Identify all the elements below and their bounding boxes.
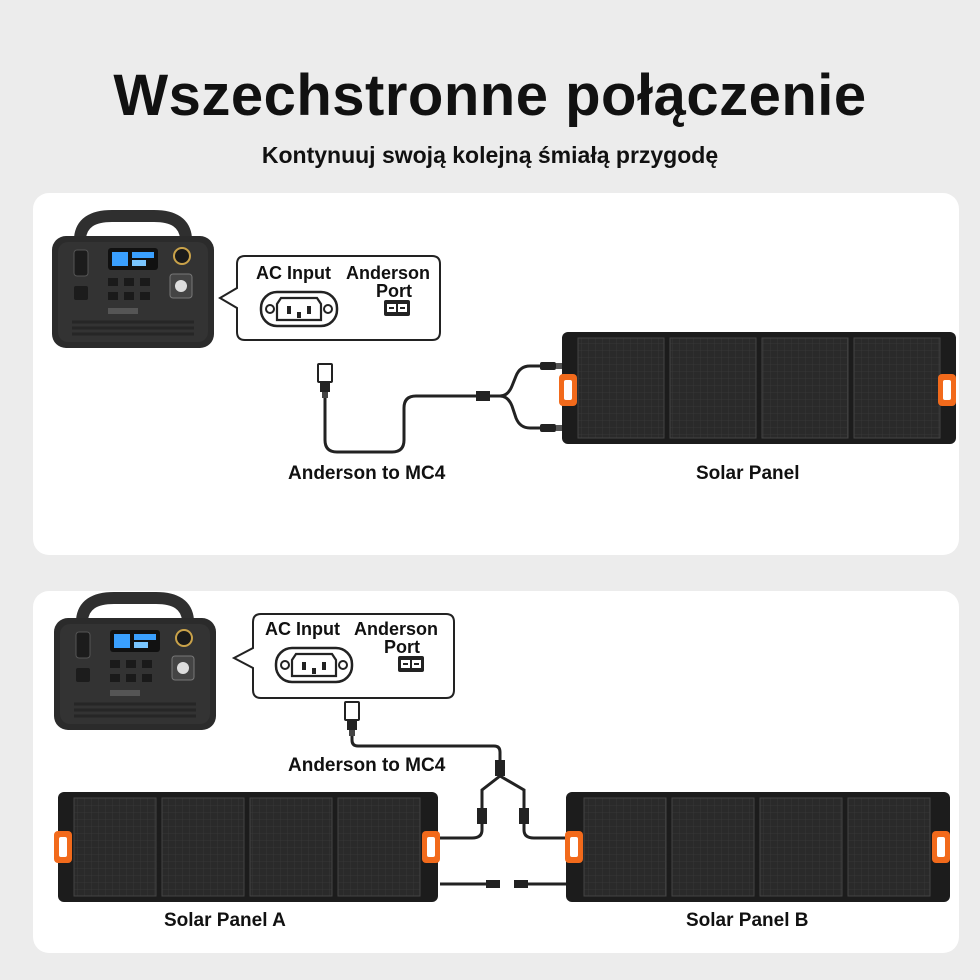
mc4-connector-icon <box>540 362 564 370</box>
mc4-connector-icon <box>477 808 487 824</box>
port-label: Port <box>384 637 420 657</box>
anderson-label: Anderson <box>354 619 439 639</box>
ac-socket-icon <box>274 646 354 684</box>
anderson-plug-icon <box>317 363 333 399</box>
cable-splitter-icon <box>495 760 505 776</box>
power-station-icon <box>54 598 216 730</box>
solar-panel-b-label: Solar Panel B <box>686 910 809 931</box>
mc4-connector-icon <box>540 424 564 432</box>
ac-socket-icon <box>259 290 339 328</box>
page-subtitle: Kontynuuj swoją kolejną śmiałą przygodę <box>261 142 719 168</box>
cable-label: Anderson to MC4 <box>288 755 446 776</box>
anderson-plug-icon <box>344 701 360 737</box>
mc4-connector-icon <box>519 808 529 824</box>
solar-panel-a-icon <box>54 792 440 902</box>
solar-panel-label: Solar Panel <box>696 463 800 484</box>
solar-panel-a-label: Solar Panel A <box>164 910 286 931</box>
anderson-port-icon <box>384 300 410 316</box>
anderson-port-icon <box>398 656 424 672</box>
cable-splitter-icon <box>476 391 490 401</box>
anderson-label: Anderson <box>346 263 431 283</box>
cable-label: Anderson to MC4 <box>288 463 446 484</box>
page-title: Wszechstronne połączenie <box>113 63 867 128</box>
port-label: Port <box>376 281 412 301</box>
power-station-icon <box>52 216 214 348</box>
solar-panel-b-icon <box>565 792 950 902</box>
solar-panel-icon <box>559 332 956 444</box>
ac-input-label: AC Input <box>265 619 340 639</box>
ac-input-label: AC Input <box>256 263 331 283</box>
